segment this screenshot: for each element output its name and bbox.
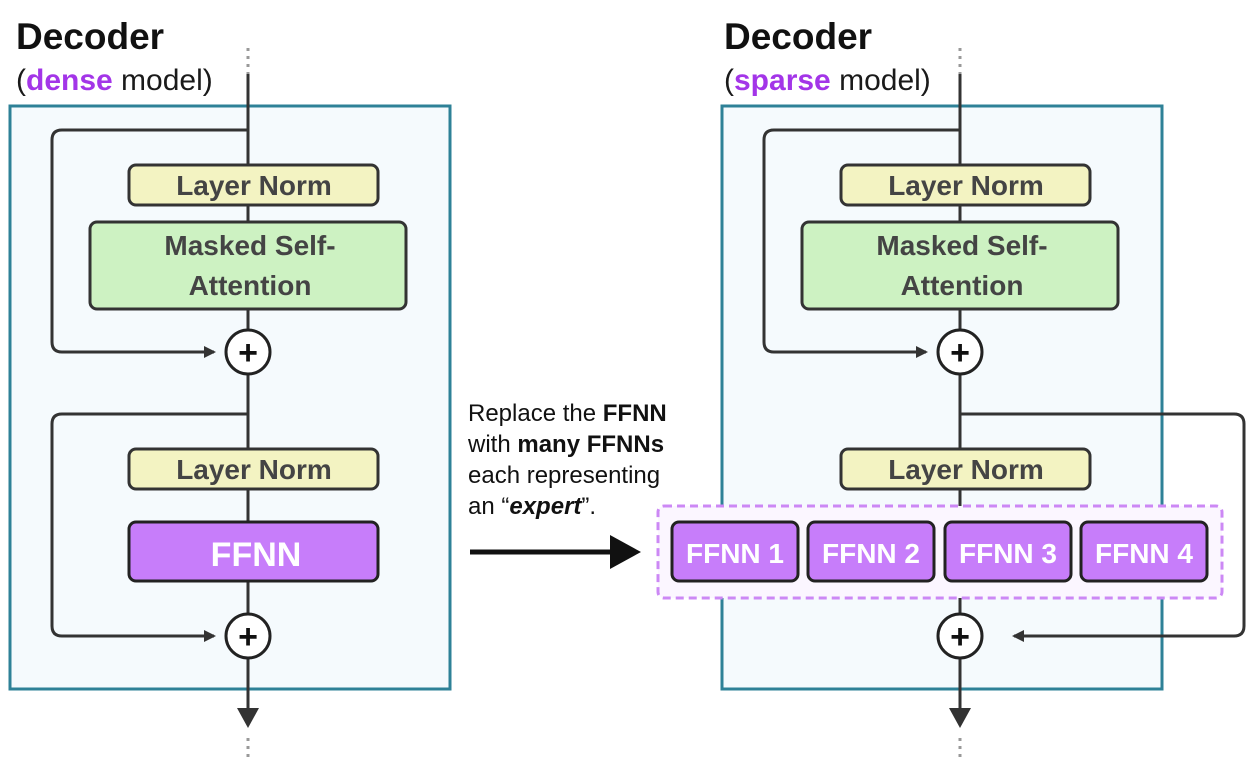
dense-decoder-subtitle: (dense model) <box>16 64 213 98</box>
note-line-2-bold: many FFNNs <box>517 431 665 458</box>
sparse-output-arrowhead <box>949 708 971 728</box>
subtitle-rest: model) <box>830 64 931 97</box>
sparse-decoder-subtitle: (sparse model) <box>724 64 931 98</box>
sparse-attention-block <box>800 220 1120 311</box>
dense-layer-norm-2 <box>127 447 380 491</box>
subtitle-open-paren: ( <box>16 64 26 97</box>
replace-arrow-head <box>610 535 641 569</box>
dense-add-node-2 <box>224 612 272 660</box>
dense-decoder-title: Decoder <box>16 16 165 57</box>
sparse-layer-norm-2 <box>839 447 1092 491</box>
note-line-4-post: ”. <box>581 493 597 520</box>
sparse-layer-norm-2-label: Layer Norm <box>888 454 1044 485</box>
dense-layer-norm-1 <box>127 163 380 207</box>
sparse-add-node-2 <box>936 612 984 660</box>
note-line-1-bold: FFNN <box>602 400 667 427</box>
sparse-add-symbol-2: + <box>950 618 970 656</box>
note-line-1-pre: Replace the <box>468 400 603 427</box>
expert-ffnn-4 <box>1079 520 1209 583</box>
expert-ffnn-2 <box>806 520 936 583</box>
sparse-layer-norm-1-label: Layer Norm <box>888 170 1044 201</box>
replace-note: Replace the FFNN with many FFNNs each re… <box>468 398 728 522</box>
sparse-attention-label-1: Masked Self- <box>876 230 1047 261</box>
subtitle-rest: model) <box>112 64 213 97</box>
sparse-layer-norm-1 <box>839 163 1092 207</box>
dense-ffnn-block <box>127 520 380 583</box>
sparse-add-symbol-1: + <box>950 334 970 372</box>
dense-attention-block <box>88 220 408 311</box>
note-line-1: Replace the FFNN <box>468 398 728 429</box>
dense-attention-label-1: Masked Self- <box>164 230 335 261</box>
dense-residual-2 <box>50 412 248 642</box>
sparse-add-node-1 <box>936 328 984 376</box>
dense-add-node-1 <box>224 328 272 376</box>
dense-ffnn-label: FFNN <box>211 536 302 574</box>
sparse-attention-label-2: Attention <box>901 270 1024 301</box>
dense-attention-label-2: Attention <box>189 270 312 301</box>
note-line-4-bold: expert <box>509 493 582 520</box>
expert-ffnn-3-label: FFNN 3 <box>959 538 1057 569</box>
note-line-2-pre: with <box>468 431 518 458</box>
dense-layer-norm-1-label: Layer Norm <box>176 170 332 201</box>
sparse-keyword: sparse <box>734 64 831 97</box>
dense-residual-1 <box>50 128 248 358</box>
dense-add-symbol-2: + <box>238 618 258 656</box>
expert-ffnn-1 <box>670 520 800 583</box>
dense-add-symbol-1: + <box>238 334 258 372</box>
expert-ffnn-4-label: FFNN 4 <box>1095 538 1193 569</box>
expert-ffnn-3 <box>943 520 1073 583</box>
note-line-4: an “expert”. <box>468 491 728 522</box>
expert-ffnn-2-label: FFNN 2 <box>822 538 920 569</box>
subtitle-open-paren: ( <box>724 64 734 97</box>
expert-ffnn-1-label: FFNN 1 <box>686 538 784 569</box>
dense-output-arrowhead <box>237 708 259 728</box>
sparse-residual-1 <box>762 128 960 358</box>
sparse-decoder-title: Decoder <box>724 16 873 57</box>
note-line-4-pre: an “ <box>468 493 510 520</box>
dense-keyword: dense <box>26 64 113 97</box>
sparse-residual-2 <box>960 412 1246 642</box>
dense-layer-norm-2-label: Layer Norm <box>176 454 332 485</box>
note-line-3: each representing <box>468 462 661 489</box>
note-line-2: with many FFNNs <box>468 429 728 460</box>
